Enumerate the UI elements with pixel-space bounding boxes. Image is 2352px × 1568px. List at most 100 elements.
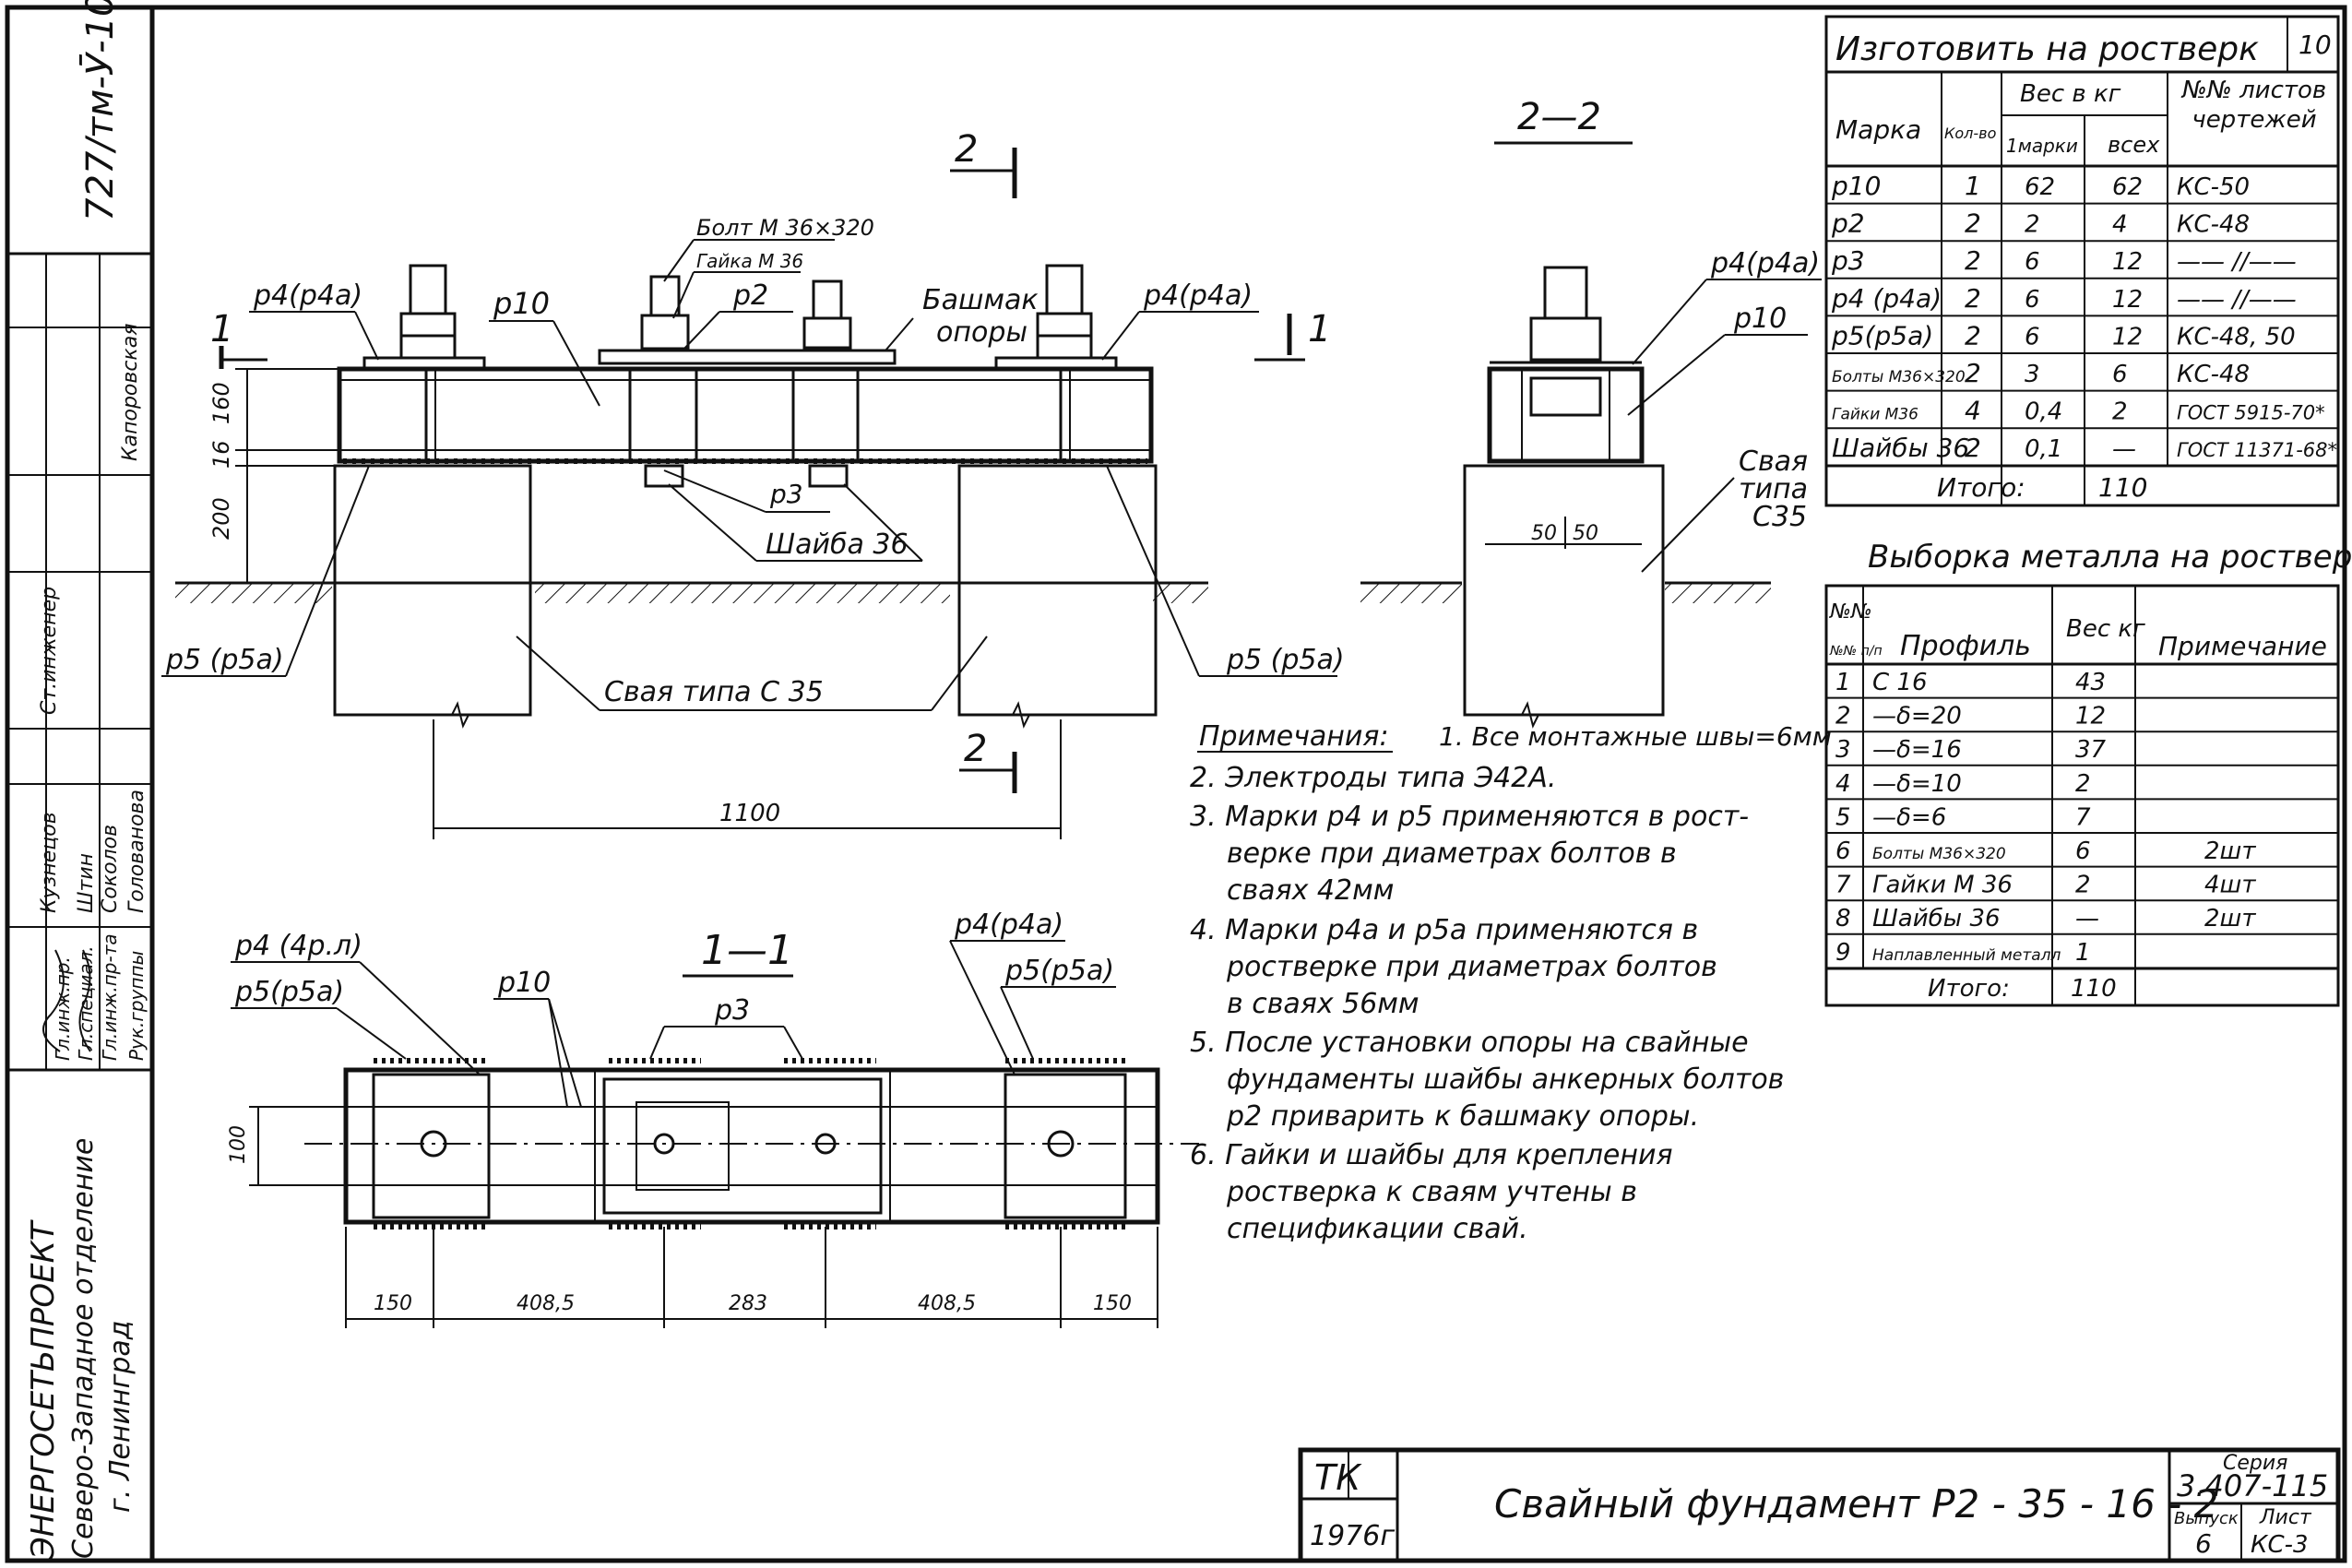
front-view: 160 16 200 1100 2 2 1 1 Болт М 36×320 Га… — [161, 128, 1345, 839]
metal-cell: 2шт — [2204, 837, 2256, 865]
plan-label-p10: р10 — [497, 967, 551, 999]
dim-span: 1100 — [719, 800, 780, 827]
metal-h-no1: №№ — [1829, 600, 1872, 624]
role-2: Гл.специал. — [75, 945, 97, 1061]
metal-h-note: Примечание — [2158, 631, 2327, 661]
metal-cell: 43 — [2075, 669, 2106, 696]
tb-issue-label: Выпуск — [2174, 1509, 2239, 1528]
metal-cell: 9 — [1835, 939, 1851, 967]
make-cell: р5(р5а) — [1831, 320, 1933, 350]
make-cell: 62 — [2025, 173, 2055, 201]
section-1-1: 1—1 100 — [227, 909, 1199, 1328]
tb-tk: ТК — [1314, 1457, 1362, 1498]
tb-series-label: Серия — [2223, 1452, 2287, 1475]
pile-right — [957, 464, 1158, 717]
plan-beam — [343, 1067, 1160, 1225]
section-2-2: 2—2 50 50 р4(р4а) р10 Свая типа С35 — [1360, 96, 1822, 729]
make-cell: КС-48, 50 — [2177, 323, 2296, 350]
make-title: Изготовить на ростверк — [1835, 30, 2259, 68]
drawing-code: 727/тм-Ӯ-10 — [78, 0, 122, 221]
signer-2: Ст.инженер — [38, 587, 61, 715]
label-shoe-1: Башмак — [922, 284, 1039, 316]
metal-h-weight: Вес кг — [2066, 615, 2145, 643]
metal-cell: Шайбы 36 — [1872, 905, 2001, 932]
make-cell: КС-48 — [2177, 361, 2250, 388]
make-cell: 62 — [2112, 173, 2143, 201]
metal-cell: 1 — [1835, 669, 1851, 696]
cut-2-top: 2 — [955, 128, 978, 171]
label-bolt: Болт М 36×320 — [696, 215, 874, 241]
table-make: Изготовить на ростверк 10 Марка Кол-во В… — [1824, 15, 2340, 507]
metal-cell: Гайки М 36 — [1872, 872, 2013, 899]
plan-label-p5-right: р5(р5а) — [1004, 955, 1114, 987]
make-cell: КС-50 — [2177, 173, 2250, 201]
cut-1-right: 1 — [1308, 308, 1331, 350]
make-cell: р2 — [1831, 208, 1865, 239]
make-cell: р4 (р4а) — [1831, 283, 1942, 314]
metal-cell: 4 — [1835, 770, 1851, 798]
metal-cell: 2 — [2075, 770, 2091, 798]
role-3: Гл.инж.пр-та — [99, 933, 121, 1061]
make-cell: р10 — [1831, 171, 1881, 201]
metal-h-no: №№ п/п — [1829, 644, 1883, 659]
make-cell: 6 — [2025, 286, 2040, 314]
metal-cell: 37 — [2075, 736, 2107, 764]
make-cell: 2 — [2112, 398, 2128, 426]
make-h-qty: Кол-во — [1944, 125, 1997, 142]
metal-cell: 8 — [1835, 905, 1851, 932]
metal-cell: 3 — [1835, 736, 1851, 764]
metal-cell: Наплавленный металл — [1872, 946, 2061, 965]
title-block: ТК 1976г Свайный фундамент Р2 - 35 - 16 … — [1298, 1447, 2341, 1563]
tb-sheet-label: Лист — [2259, 1506, 2312, 1529]
plan-label-p5-left: р5(р5а) — [234, 976, 344, 1008]
make-cell: 2 — [1965, 433, 1981, 463]
label-p5-right: р5 (р5а) — [1226, 644, 1345, 676]
make-cell: 12 — [2112, 286, 2143, 314]
signer-1: Капоровская — [119, 324, 142, 461]
metal-cell: 7 — [1835, 872, 1851, 899]
dim-50-left: 50 — [1531, 522, 1557, 545]
make-h-mark: Марка — [1835, 114, 1921, 145]
notes-block: Примечания: 1. Все монтажные швы=6мм 2. … — [1190, 720, 1832, 1245]
note-1: 1. Все монтажные швы=6мм — [1439, 721, 1832, 752]
metal-total: 110 — [2071, 975, 2117, 1003]
make-cell: Гайки М36 — [1832, 406, 1918, 424]
metal-cell: С 16 — [1872, 669, 1928, 696]
cut-1-left: 1 — [210, 308, 233, 350]
dim-160: 160 — [208, 382, 234, 424]
note-4c: в сваях 56мм — [1227, 988, 1420, 1020]
label-p10: р10 — [493, 286, 550, 321]
label-p3: р3 — [769, 479, 803, 509]
label-p2: р2 — [732, 279, 768, 312]
metal-cell: 1 — [2075, 939, 2091, 967]
note-2: 2. Электроды типа Э42А. — [1190, 762, 1556, 794]
metal-h-profile: Профиль — [1900, 630, 2031, 662]
signer-4: Штин — [75, 853, 98, 913]
label-p5-left: р5 (р5а) — [165, 644, 284, 676]
metal-title: Выборка металла на ростверк — [1868, 539, 2352, 576]
note-4: 4. Марки р4а и р5а применяются в — [1190, 914, 1698, 946]
signer-6: Голованова — [125, 790, 148, 913]
cut-2-bottom: 2 — [964, 728, 987, 770]
note-3b: верке при диаметрах болтов в — [1227, 837, 1677, 870]
metal-total-label: Итого: — [1928, 975, 2010, 1003]
make-h-one: 1марки — [2006, 135, 2078, 157]
metal-cell: 7 — [2075, 803, 2091, 831]
make-cell: 2 — [2025, 211, 2040, 239]
pile-left — [333, 464, 532, 717]
grillage-beam — [337, 366, 1154, 464]
note-6: 6. Гайки и шайбы для крепления — [1190, 1139, 1673, 1171]
note-6b: ростверка к сваям учтены в — [1226, 1176, 1637, 1208]
make-h-all: всех — [2108, 132, 2160, 158]
plan-label-p4-right: р4(р4а) — [954, 909, 1063, 941]
make-cell: Болты М36×320 — [1832, 368, 1966, 386]
section-22-title: 2—2 — [1517, 96, 1601, 138]
section-22-label-p10: р10 — [1733, 303, 1787, 335]
make-cell: ГОСТ 11371-68* — [2177, 439, 2337, 461]
signer-3: Кузнецов — [38, 812, 61, 913]
note-5: 5. После установки опоры на свайные — [1190, 1027, 1749, 1059]
metal-cell: 12 — [2075, 703, 2106, 731]
org-line1: ЭНЕРГОСЕТЬПРОЕКТ — [25, 1219, 62, 1560]
metal-cell: —δ=16 — [1872, 736, 1962, 764]
